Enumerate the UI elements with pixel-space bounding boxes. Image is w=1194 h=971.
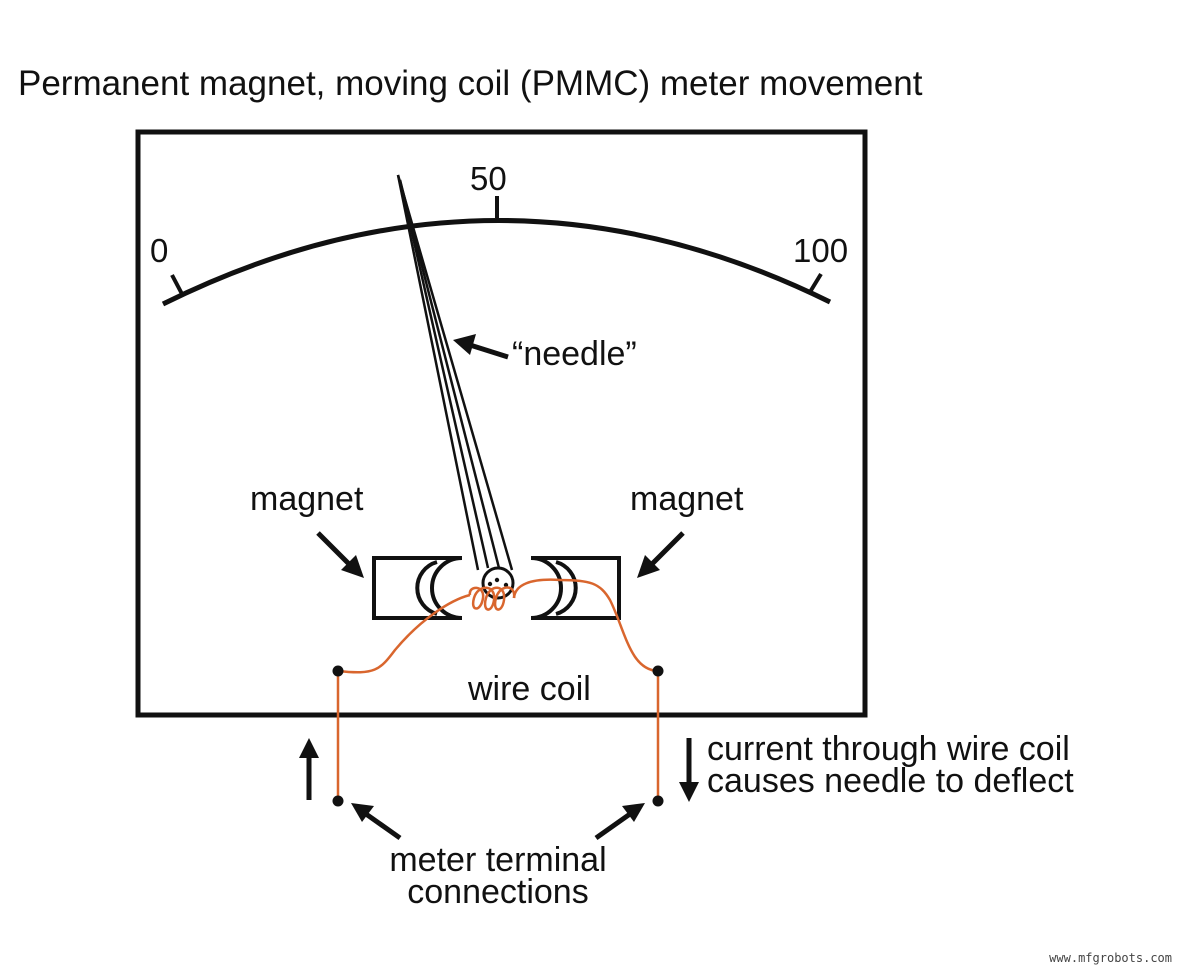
terminal-left-pointer-arrow [351,803,402,841]
current-note-line2: causes needle to deflect [707,762,1074,800]
magnet-left-label: magnet [250,480,364,518]
magnet-left-pointer-arrow [316,531,364,578]
current-up-arrow [299,738,319,800]
current-note-line1: current through wire coil [707,730,1070,768]
current-down-arrow [679,738,699,802]
terminals-label-line1: meter terminal [389,841,606,879]
diagram-title: Permanent magnet, moving coil (PMMC) met… [18,64,923,103]
wire-coil [336,578,660,800]
meter-terminal-left [332,795,344,807]
meter-housing [135,129,868,718]
magnet-right-label: magnet [630,480,744,518]
pivot-dot [494,577,500,583]
needle-pointer-arrow [453,334,509,360]
terminals-label-line2: connections [407,873,588,911]
magnet-right-pole-face [555,560,578,616]
needle-label: “needle” [512,335,637,373]
wire-coil-label: wire coil [467,670,591,708]
scale-arc [161,218,832,307]
scale-tick-0 [170,274,184,295]
scale-tick-100 [808,272,823,294]
scale-label-50: 50 [470,160,507,197]
watermark: www.mfgrobots.com [1049,951,1172,965]
coil-terminal-dot [332,665,344,677]
magnet-left-pole-face [415,560,438,616]
coil-terminal-dot [652,665,664,677]
scale-label-0: 0 [150,232,168,269]
needle [396,174,514,571]
terminal-right-pointer-arrow [594,803,645,841]
meter-terminal-right [652,795,664,807]
magnet-right-pointer-arrow [637,531,685,578]
scale-label-100: 100 [793,232,848,269]
pivot-dot [487,581,493,587]
pivot-dot [503,582,509,588]
